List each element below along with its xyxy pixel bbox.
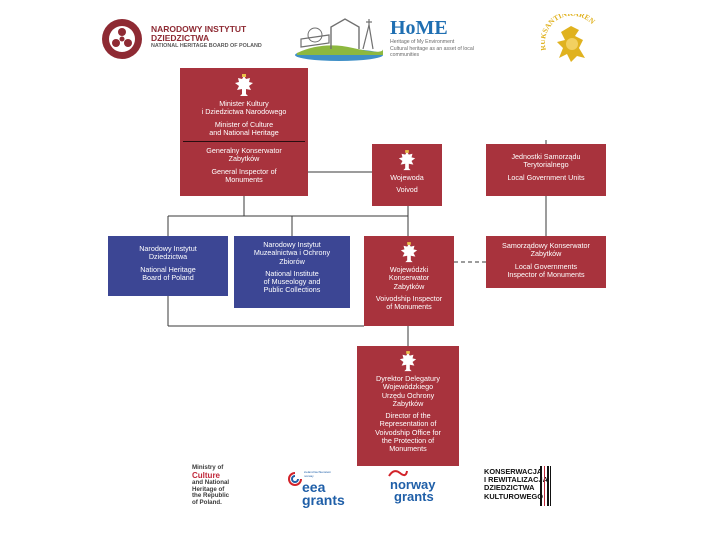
- nid-en-line1: National Heritage: [140, 264, 196, 274]
- director-en-line1: Director of the: [385, 411, 431, 421]
- konserwacja-line4: KULTUROWEGO: [484, 491, 543, 501]
- minister-pl-line2: i Dziedzictwa Narodowego: [201, 107, 287, 117]
- home-logo-title: HoME: [390, 17, 448, 39]
- voivod-en: Voivod: [396, 185, 418, 195]
- minister-pl-line1: Minister Kultury: [219, 99, 269, 108]
- ministry-logo-line2: Culture: [192, 470, 220, 480]
- voivod-pl: Wojewoda: [390, 173, 424, 182]
- nimoz-en-line2: of Museology and: [263, 277, 321, 287]
- eea-small-text: iceland liechtenstein norway: [304, 470, 332, 478]
- home-logo-line2: Cultural heritage as an asset of local: [390, 45, 474, 52]
- ministry-logo-line5: the Republic: [192, 492, 230, 500]
- svg-text:RUKSANTINKAREN: RUKSANTINKAREN: [541, 14, 597, 51]
- ministry-logo-line1: Ministry of: [192, 464, 224, 471]
- barcode-stripes-icon: [540, 466, 551, 506]
- local-government-units-box: Jednostki Samorządu Terytorialnego Local…: [486, 144, 606, 196]
- director-pl-line4: Zabytków: [392, 398, 424, 408]
- home-logo-line3: communities: [390, 52, 420, 58]
- wkz-en-line2: of Monuments: [386, 302, 432, 312]
- minister-box: Minister Kultury i Dziedzictwa Narodoweg…: [180, 68, 308, 196]
- skz-pl-line1: Samorządowy Konserwator: [502, 241, 590, 250]
- nid-pl-line1: Narodowy Instytut: [139, 244, 197, 253]
- norway-grants-logo: norway grants: [388, 468, 444, 508]
- director-pl-line1: Dyrektor Delegatury: [376, 374, 440, 383]
- nimoz-pl-line1: Narodowy Instytut: [263, 240, 321, 249]
- skz-en-line1: Local Governments: [514, 261, 578, 271]
- nid-emblem-icon: [102, 19, 142, 59]
- ministry-logo-line6: of Poland.: [192, 499, 222, 507]
- gen-inspector-en-line2: Monuments: [225, 175, 263, 185]
- eea-logo-line2: grants: [302, 492, 345, 508]
- polish-eagle-icon: [400, 242, 418, 263]
- director-pl-line2: Wojewódzkiego: [382, 382, 434, 392]
- gen-inspector-pl-line1: Generalny Konserwator: [206, 146, 282, 156]
- ministry-logo-line3: and National: [192, 478, 230, 486]
- wkz-en-line1: Voivodship Inspector: [375, 293, 443, 303]
- ministry-culture-logo: Ministry of Culture and National Heritag…: [192, 464, 252, 513]
- polish-eagle-icon: [399, 351, 417, 372]
- ministry-logo-line4: Heritage of: [192, 485, 225, 493]
- lion-seal-icon: [557, 26, 585, 62]
- nid-logo-line1: NARODOWY INSTYTUT: [151, 24, 247, 34]
- nid-box: Narodowy Instytut Dziedzictwa National H…: [108, 236, 228, 296]
- wkz-pl-line1: Wojewódzki: [389, 265, 429, 274]
- nid-en-line2: Board of Poland: [142, 272, 194, 282]
- director-en-line2: Representation of: [379, 419, 437, 429]
- director-en-line5: Monuments: [389, 444, 427, 454]
- home-logo-line1: Heritage of My Environment: [390, 39, 455, 45]
- eea-logo-line1: eea: [302, 479, 326, 495]
- nimoz-pl-line3: Zbiorów: [279, 256, 305, 266]
- nimoz-en-line1: National Institute: [265, 268, 319, 278]
- minister-divider: [183, 141, 305, 143]
- gen-inspector-pl-line2: Zabytków: [228, 154, 260, 164]
- eea-grants-logo: iceland liechtenstein norway eea grants: [288, 466, 348, 510]
- director-en-line3: Voivodship Office for: [375, 427, 441, 437]
- nimoz-pl-line2: Muzealnictwa i Ochrony: [253, 248, 331, 258]
- nimoz-box: Narodowy Instytut Muzealnictwa i Ochrony…: [234, 236, 350, 308]
- skz-en-line2: Inspector of Monuments: [507, 269, 585, 279]
- director-representation-box: Dyrektor Delegatury Wojewódzkiego Urzędu…: [357, 346, 459, 466]
- norway-logo-line2: grants: [394, 489, 434, 504]
- konserwacja-line3: DZIEDZICTWA: [484, 483, 535, 493]
- ruksantinkaren-arc-text: RUKSANTINKAREN: [541, 14, 597, 51]
- nid-pl-line2: Dziedzictwa: [148, 252, 188, 262]
- nimoz-en-line3: Public Collections: [263, 285, 321, 295]
- jst-en: Local Government Units: [507, 172, 585, 182]
- jst-pl-line2: Terytorialnego: [523, 160, 569, 170]
- wkz-pl-line3: Zabytków: [393, 281, 425, 291]
- nid-logo-line2: DZIEDZICTWA: [151, 33, 210, 43]
- norway-swirl-icon: [388, 470, 408, 477]
- ruksantinkaren-logo: RUKSANTINKAREN: [541, 14, 603, 74]
- director-en-line4: the Protection of: [381, 436, 435, 446]
- home-logo: HoME Heritage of My Environment Cultural…: [293, 15, 493, 65]
- director-pl-line3: Urzędu Ochrony: [381, 390, 435, 400]
- nid-logo: NARODOWY INSTYTUT DZIEDZICTWA NATIONAL H…: [100, 17, 290, 63]
- local-gov-inspector-box: Samorządowy Konserwator Zabytków Local G…: [486, 236, 606, 288]
- windmill-landscape-icon: [295, 18, 383, 61]
- eea-swirl-icon: [288, 472, 302, 486]
- polish-eagle-icon: [398, 150, 416, 171]
- polish-eagle-icon: [235, 74, 253, 96]
- skz-pl-line2: Zabytków: [530, 249, 562, 259]
- voivodship-inspector-box: Wojewódzki Konserwator Zabytków Voivodsh…: [364, 236, 454, 326]
- konserwacja-logo: KONSERWACJA I REWITALIZACJA DZIEDZICTWA …: [484, 466, 554, 510]
- nid-logo-line3: NATIONAL HERITAGE BOARD OF POLAND: [151, 43, 262, 49]
- minister-en-line1: Minister of Culture: [214, 119, 274, 129]
- jst-pl-line1: Jednostki Samorządu: [511, 152, 581, 161]
- voivod-box: Wojewoda Voivod: [372, 144, 442, 206]
- norway-logo-line1: norway: [390, 477, 436, 492]
- konserwacja-line2: I REWITALIZACJA: [484, 475, 548, 485]
- wkz-pl-line2: Konserwator: [388, 273, 430, 283]
- gen-inspector-en-line1: General Inspector of: [211, 166, 277, 176]
- konserwacja-line1: KONSERWACJA: [484, 467, 543, 476]
- minister-en-line2: and National Heritage: [209, 127, 279, 137]
